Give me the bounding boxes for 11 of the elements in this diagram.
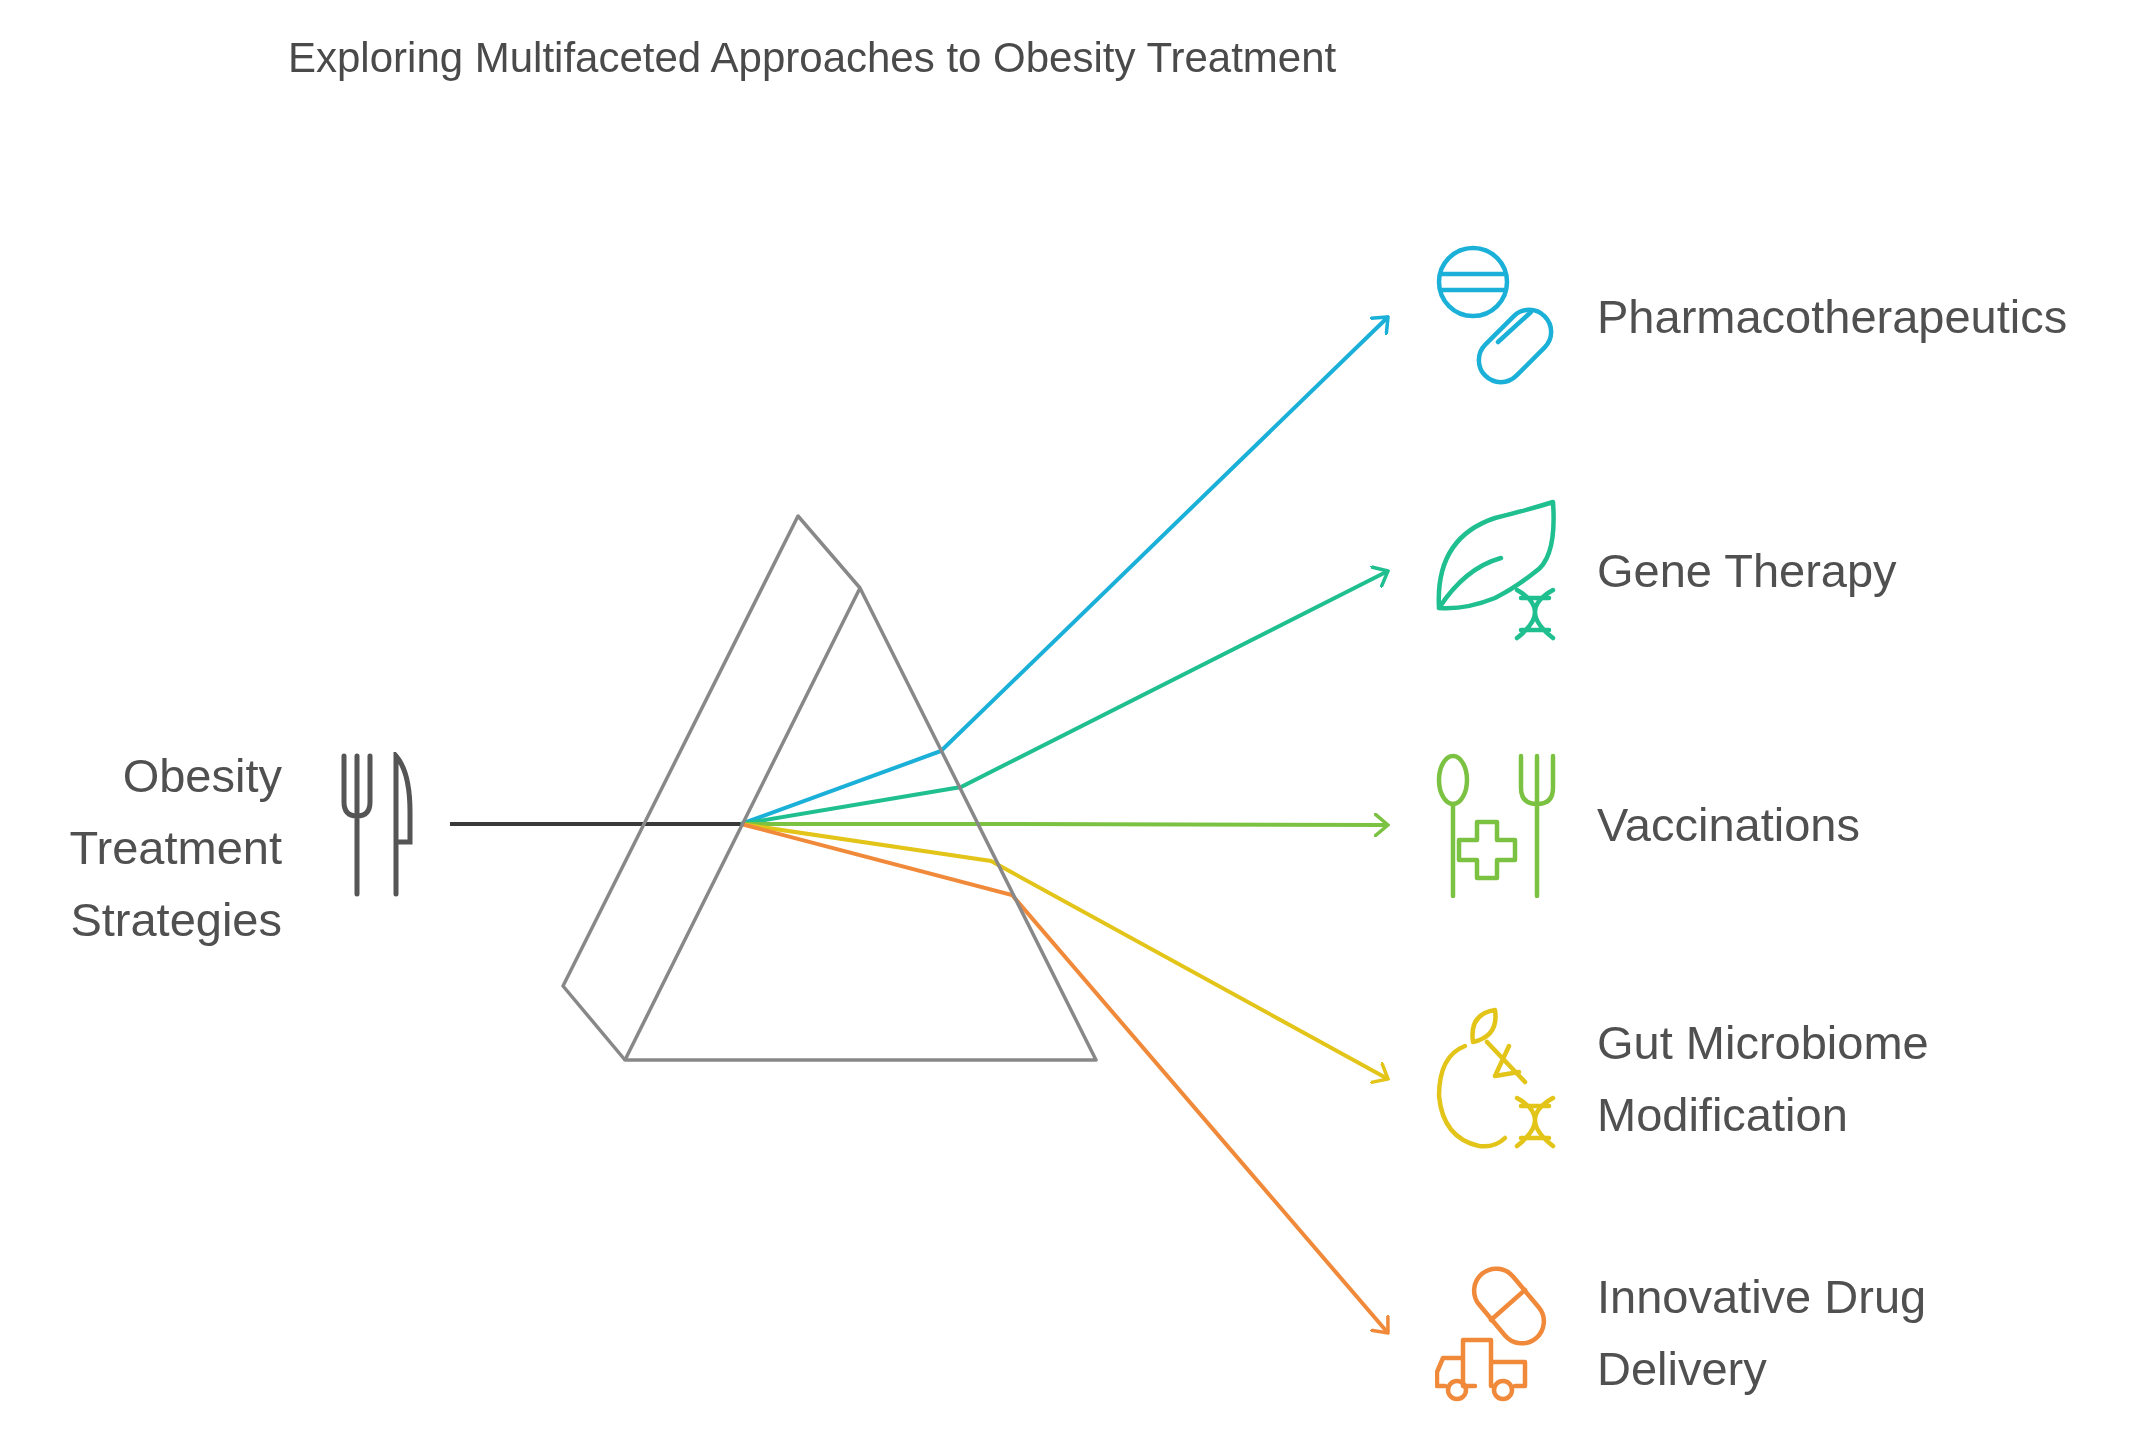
arrow — [740, 822, 1390, 1335]
source-label: Obesity Treatment Strategies — [68, 748, 282, 948]
output-label: Vaccinations — [1597, 797, 1861, 853]
title: Exploring Multifaceted Approaches to Obesity Treatment — [288, 34, 1337, 82]
prism-shape — [563, 516, 1096, 1060]
output-label: Gut Microbiome Modification — [1597, 1015, 1930, 1143]
output-label: Pharmacotherapeutics — [1597, 289, 2069, 345]
arrow — [740, 315, 1390, 826]
output-label: Innovative Drug Delivery — [1597, 1269, 1928, 1397]
output-label: Gene Therapy — [1597, 543, 1898, 599]
connector-line — [450, 822, 741, 826]
